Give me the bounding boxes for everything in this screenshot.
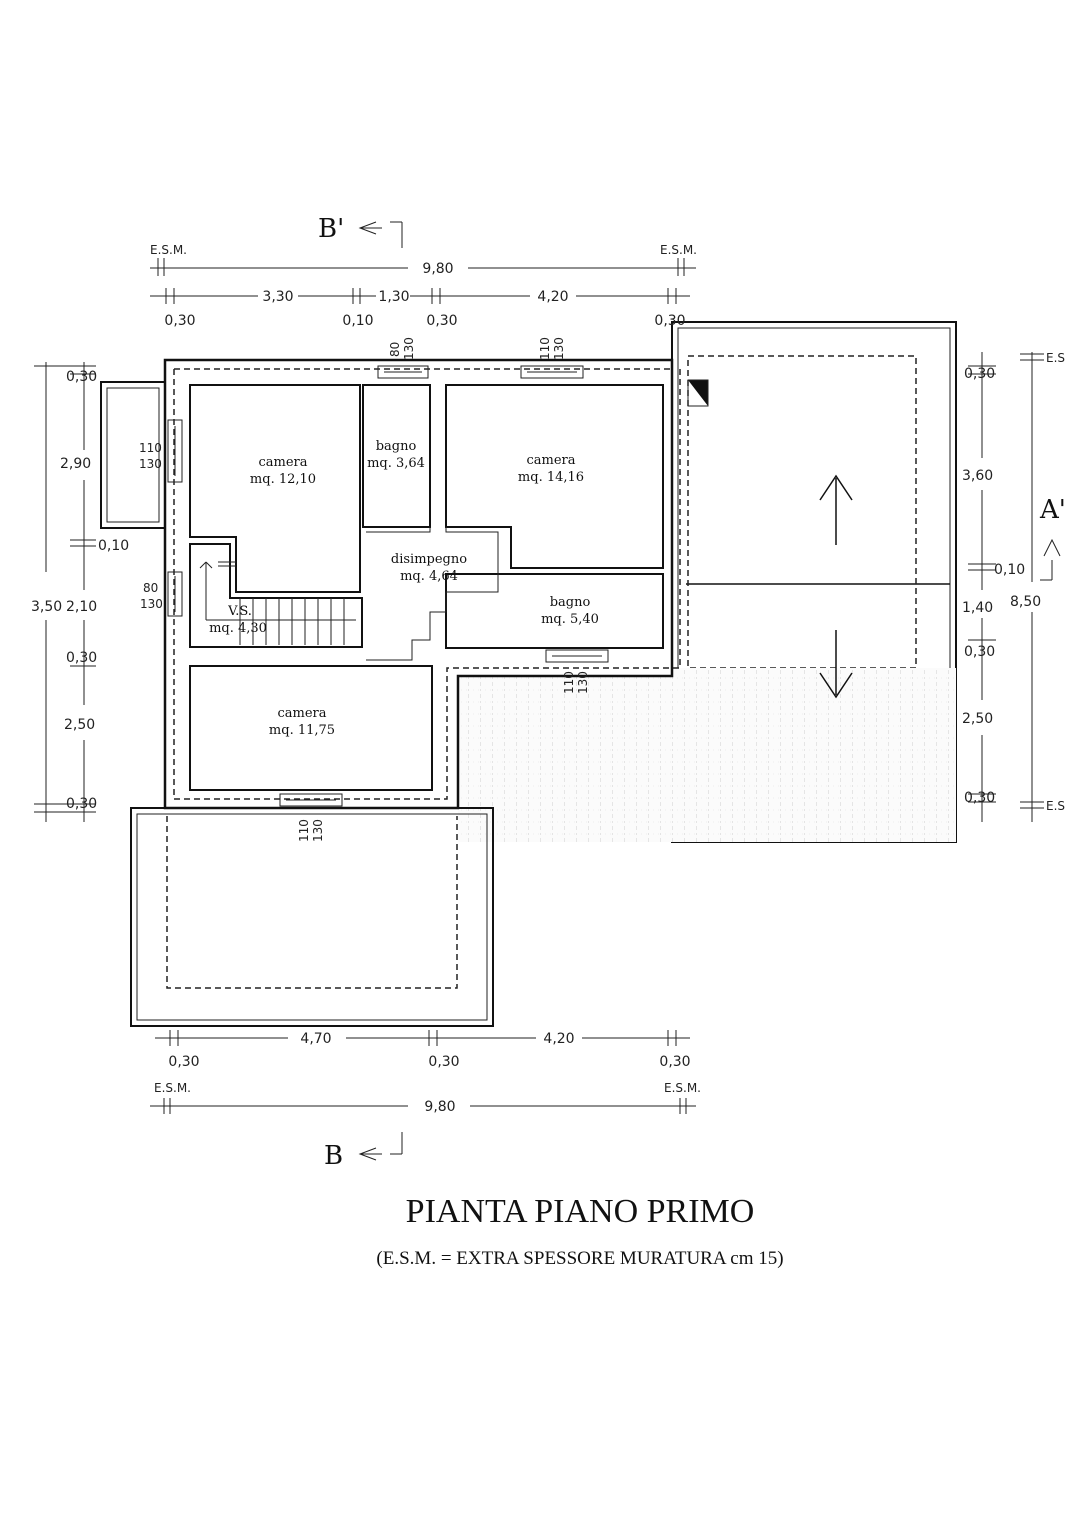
dim-left-d2: 2,10: [66, 599, 97, 615]
dim-bottom-d2: 4,20: [543, 1031, 574, 1047]
dim-left-w1: 0,30: [66, 369, 97, 385]
slope-arrow-down-icon: [819, 630, 853, 699]
balcony-left: [100, 381, 166, 529]
window-bottom: [279, 793, 343, 807]
dim-top-total: 9,80: [422, 261, 453, 277]
section-label-b-top: B': [318, 214, 344, 244]
dim-right-w2: 0,10: [994, 562, 1025, 578]
window-bagno: [545, 649, 609, 663]
window-vs: [167, 571, 183, 617]
room-name-camera3: camera: [277, 706, 326, 721]
room-area-vs: mq. 4,30: [209, 621, 267, 636]
dim-right-d1: 3,60: [962, 468, 993, 484]
window-label-top-right-b: 130: [552, 337, 566, 360]
room-area-camera1: mq. 12,10: [250, 472, 316, 487]
building-outline: [163, 358, 681, 810]
dim-right-esm-top: E.S: [1046, 351, 1065, 365]
dim-right-d3: 2,50: [962, 711, 993, 727]
window-label-top-left-b: 130: [402, 337, 416, 360]
window-label-top-left-a: 80: [388, 342, 402, 357]
interior-walls: [189, 379, 709, 791]
room-name-bagno1: bagno: [376, 439, 417, 454]
dim-bottom-esm-left: E.S.M.: [154, 1081, 191, 1095]
dim-top-w4: 0,30: [654, 313, 685, 329]
dim-right-w1: 0,30: [964, 366, 995, 382]
room-area-disimpegno: mq. 4,64: [400, 569, 458, 584]
room-area-camera2: mq. 14,16: [518, 470, 584, 485]
dim-top-d2: 1,30: [378, 289, 409, 305]
dim-right-w4: 0,30: [964, 790, 995, 806]
window-label-bottom-a: 110: [297, 819, 311, 842]
slope-arrow-up-icon: [819, 474, 853, 545]
room-area-bagno2: mq. 5,40: [541, 612, 599, 627]
dim-bottom-total: 9,80: [424, 1099, 455, 1115]
window-label-bottom-b: 130: [311, 819, 325, 842]
dim-bottom-esm-right: E.S.M.: [664, 1081, 701, 1095]
room-area-bagno1: mq. 3,64: [367, 456, 425, 471]
window-label-bagno-a: 110: [562, 671, 576, 694]
dim-bottom-w3: 0,30: [659, 1054, 690, 1070]
window-top-left: [377, 365, 429, 379]
dim-left-w2: 0,10: [98, 538, 129, 554]
dim-left-w4: 0,30: [66, 796, 97, 812]
dim-left-d1: 2,90: [60, 456, 91, 472]
dim-top-d1: 3,30: [262, 289, 293, 305]
terrace-lower-right: [458, 668, 956, 842]
dim-left-d3: 2,50: [64, 717, 95, 733]
dim-left-total: 3,50: [31, 599, 62, 615]
room-name-bagno2: bagno: [550, 595, 591, 610]
window-label-left-a: 110: [139, 441, 162, 455]
window-left: [167, 419, 183, 483]
section-label-a-right: A': [1039, 495, 1066, 525]
dim-bottom-w2: 0,30: [428, 1054, 459, 1070]
room-name-camera2: camera: [526, 453, 575, 468]
page-subtitle: (E.S.M. = EXTRA SPESSORE MURATURA cm 15): [376, 1248, 783, 1269]
dim-right-esm-bottom: E.S: [1046, 799, 1065, 813]
dim-top-w2: 0,10: [342, 313, 373, 329]
window-label-vs-b: 130: [140, 597, 163, 611]
dim-right-total: 8,50: [1010, 594, 1041, 610]
window-label-bagno-b: 130: [576, 671, 590, 694]
window-label-left-b: 130: [139, 457, 162, 471]
dim-bottom-w1: 0,30: [168, 1054, 199, 1070]
room-name-camera1: camera: [258, 455, 307, 470]
section-label-b-bottom: B: [324, 1141, 343, 1171]
window-label-vs-a: 80: [143, 581, 158, 595]
dimension-lines: [34, 221, 1061, 1161]
dim-top-w1: 0,30: [164, 313, 195, 329]
window-label-top-right-a: 110: [538, 337, 552, 360]
dim-top-d3: 4,20: [537, 289, 568, 305]
room-area-camera3: mq. 11,75: [269, 723, 335, 738]
dim-top-esm-left: E.S.M.: [150, 243, 187, 257]
dim-right-w3: 0,30: [964, 644, 995, 660]
dim-right-d2: 1,40: [962, 600, 993, 616]
dim-left-w3: 0,30: [66, 650, 97, 666]
room-name-disimpegno: disimpegno: [391, 552, 467, 567]
window-top-right: [520, 365, 584, 379]
dim-top-esm-right: E.S.M.: [660, 243, 697, 257]
room-name-vs: V.S.: [227, 604, 252, 619]
dim-bottom-d1: 4,70: [300, 1031, 331, 1047]
dim-top-w3: 0,30: [426, 313, 457, 329]
page-title: PIANTA PIANO PRIMO: [406, 1193, 755, 1230]
